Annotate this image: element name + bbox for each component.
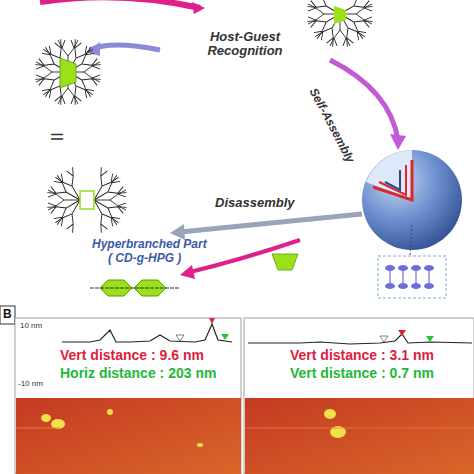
measurement: Horiz distance : 203 nm bbox=[60, 366, 216, 381]
equivalence-symbol: II bbox=[48, 132, 66, 141]
part-name: Hyperbranched Part bbox=[92, 238, 207, 251]
measurement: Vert distance : 9.6 nm bbox=[60, 348, 204, 363]
axis-label: 10 nm bbox=[20, 322, 42, 331]
process-label: Self-Assembly bbox=[306, 86, 356, 165]
measurement: Vert distance : 0.7 nm bbox=[290, 366, 434, 381]
process-label: Host-Guest Recognition bbox=[195, 30, 295, 59]
axis-label: -10 nm bbox=[18, 380, 43, 389]
process-label: Disassembly bbox=[215, 196, 295, 210]
panel-letter: B bbox=[3, 308, 12, 321]
part-name: ( CD-g-HPG ) bbox=[108, 252, 181, 265]
measurement: Vert distance : 3.1 nm bbox=[290, 348, 434, 363]
